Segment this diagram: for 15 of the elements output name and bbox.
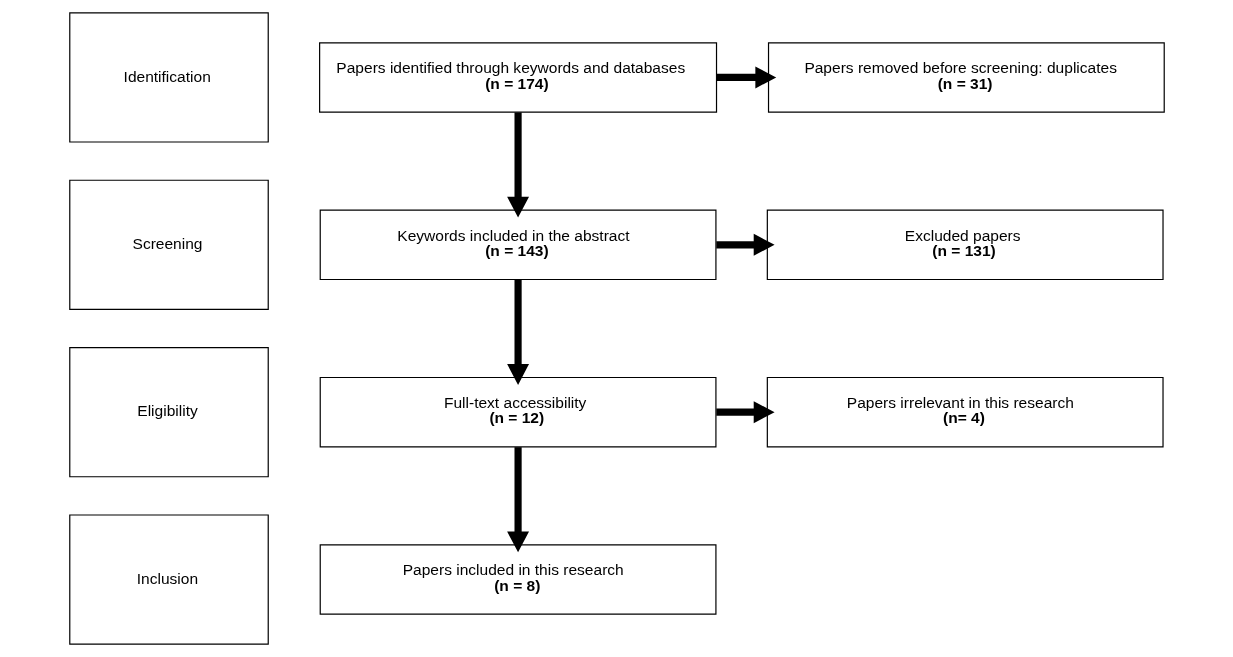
arrow <box>715 233 775 256</box>
arrow <box>506 279 529 385</box>
node-box: Screening <box>68 179 269 310</box>
node-box: Papers identified through keywords and databases (n = 174) <box>318 42 717 113</box>
node-box: Papers irrelevant in this research (n= 4) <box>766 376 1164 448</box>
node-box: Keywords included in the abstract (n = 143) <box>319 209 716 281</box>
node-box: Papers removed before screening: duplicates (n = 31) <box>767 42 1165 113</box>
arrow <box>715 401 775 424</box>
node-box: Papers included in this research (n = 8) <box>319 544 716 615</box>
node-box: Identification <box>68 12 269 143</box>
node-box: Excluded papers (n = 131) <box>766 209 1164 281</box>
node-box: Inclusion <box>68 514 269 645</box>
node-box: Eligibility <box>68 347 269 478</box>
arrow <box>716 66 776 89</box>
node-box: Full-text accessibility (n = 12) <box>319 376 716 448</box>
